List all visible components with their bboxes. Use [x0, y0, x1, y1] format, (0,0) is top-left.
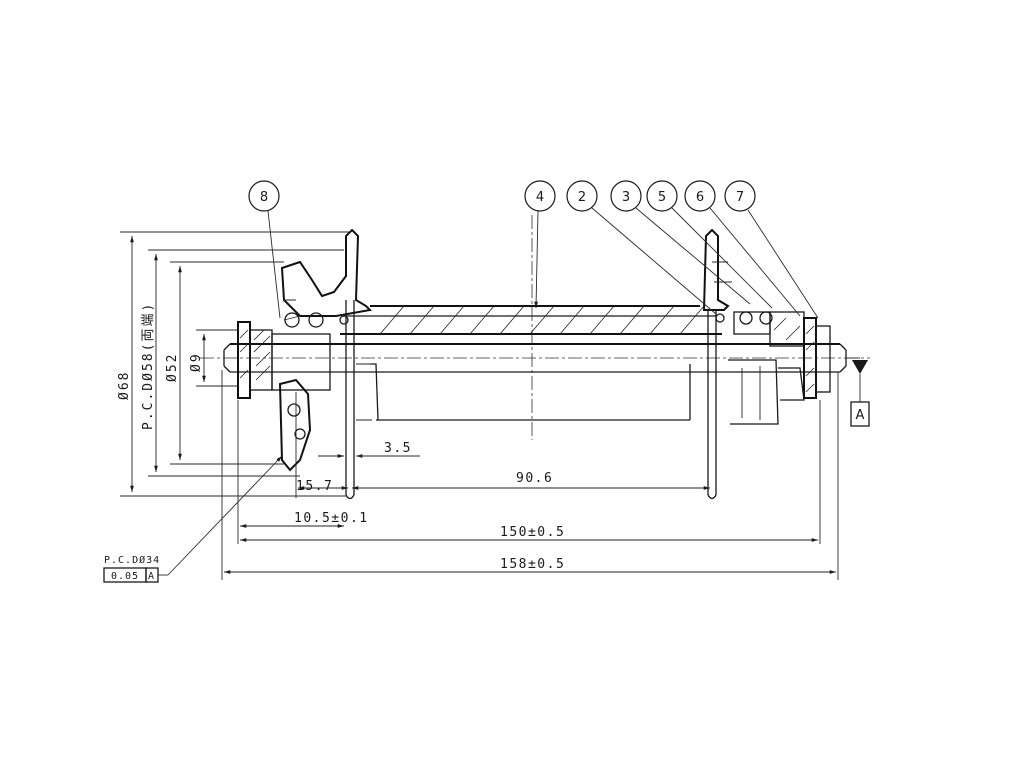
- svg-text:15.7: 15.7: [296, 479, 333, 494]
- balloon-3: 3: [610, 180, 751, 305]
- svg-text:Ø9: Ø9: [189, 352, 204, 372]
- balloon-6: 6: [684, 180, 801, 317]
- right-flange: [702, 228, 732, 500]
- hub-body-lower: [356, 359, 779, 425]
- hub-shell-section: [339, 305, 725, 335]
- dim-overall-length: 158±0.5: [221, 370, 839, 580]
- svg-text:Ø68: Ø68: [117, 371, 132, 400]
- balloon-4: 4: [524, 180, 556, 309]
- balloon-5: 5: [646, 180, 773, 309]
- svg-text:10.5±0.1: 10.5±0.1: [294, 511, 369, 526]
- balloon-2: 2: [566, 180, 717, 315]
- dim-flange-spacing: 90.6: [352, 471, 710, 490]
- svg-text:0.05: 0.05: [111, 571, 139, 582]
- svg-text:150±0.5: 150±0.5: [500, 525, 565, 540]
- dim-bearing-dia: Ø52: [165, 261, 284, 465]
- svg-text:P.C.DØ58(両端): P.C.DØ58(両端): [141, 302, 156, 430]
- svg-text:90.6: 90.6: [516, 471, 553, 486]
- dim-axle-dia: Ø9: [189, 329, 238, 387]
- pcd34-tolerance-callout: P.C.DØ34 0.05 A: [103, 455, 283, 583]
- dim-locknut-offset: 10.5±0.1: [237, 400, 369, 544]
- right-bearing-assembly: [733, 311, 831, 401]
- svg-text:7: 7: [736, 190, 744, 205]
- svg-text:3: 3: [622, 190, 630, 205]
- svg-text:3.5: 3.5: [384, 441, 412, 456]
- svg-text:158±0.5: 158±0.5: [500, 557, 565, 572]
- svg-text:8: 8: [260, 190, 268, 205]
- svg-text:5: 5: [658, 190, 666, 205]
- dim-pcd: P.C.DØ58(両端): [141, 249, 344, 477]
- dim-flange-dia: Ø68: [117, 231, 350, 497]
- balloon-7: 7: [724, 180, 819, 319]
- axle: [223, 343, 847, 373]
- left-bearing-assembly: [237, 312, 331, 472]
- dim-over-locknut: 150±0.5: [240, 400, 821, 544]
- svg-text:A: A: [856, 408, 865, 423]
- balloon-8: 8: [248, 180, 281, 319]
- dim-flange-thickness: 3.5: [318, 441, 420, 458]
- datum-a: A: [846, 357, 870, 427]
- svg-text:4: 4: [536, 190, 544, 205]
- left-flange: [280, 228, 373, 500]
- dim-left-offset: 15.7: [295, 392, 348, 498]
- svg-text:2: 2: [578, 190, 586, 205]
- svg-text:P.C.DØ34: P.C.DØ34: [104, 554, 160, 566]
- svg-text:A: A: [148, 571, 155, 582]
- svg-text:Ø52: Ø52: [165, 353, 180, 382]
- svg-text:6: 6: [696, 190, 704, 205]
